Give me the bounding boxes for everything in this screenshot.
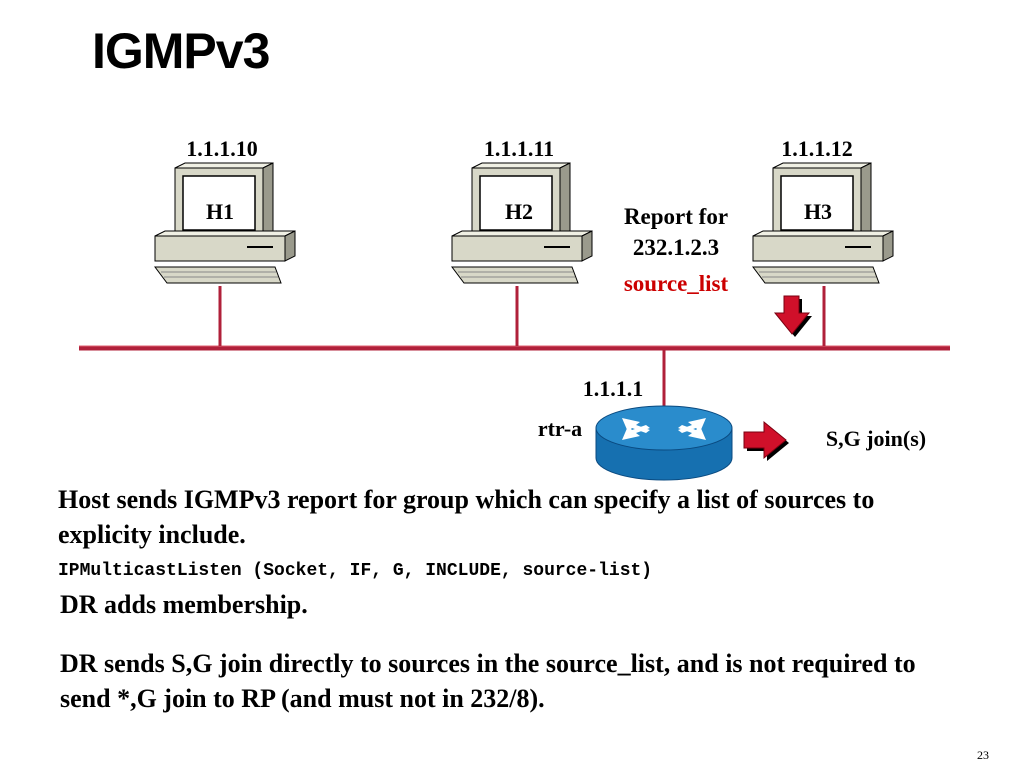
- report-line-2: 232.1.2.3: [633, 235, 719, 260]
- body-paragraph-3: DR sends S,G join directly to sources in…: [60, 649, 916, 713]
- api-call-code: IPMulticastListen (Socket, IF, G, INCLUD…: [58, 561, 653, 581]
- router-ip: 1.1.1.1: [583, 376, 644, 401]
- host-h2-label: H2: [505, 199, 533, 224]
- host-h3-ip: 1.1.1.12: [781, 136, 853, 161]
- host-h2-ip: 1.1.1.11: [484, 136, 554, 161]
- join-label: S,G join(s): [826, 426, 926, 451]
- page-number: 23: [977, 748, 989, 762]
- host-h1-ip: 1.1.1.10: [186, 136, 258, 161]
- router-name: rtr-a: [538, 416, 582, 441]
- report-down-arrow-icon: [773, 295, 812, 337]
- report-line-1: Report for: [624, 204, 728, 229]
- report-source-list: source_list: [624, 271, 729, 296]
- host-h3-label: H3: [804, 199, 832, 224]
- host-h1-label: H1: [206, 199, 234, 224]
- slide-title: IGMPv3: [92, 23, 270, 79]
- body-paragraph-1: Host sends IGMPv3 report for group which…: [58, 485, 875, 549]
- join-right-arrow-icon: [743, 420, 789, 461]
- router-icon: [595, 405, 733, 481]
- body-paragraph-2: DR adds membership.: [60, 590, 308, 619]
